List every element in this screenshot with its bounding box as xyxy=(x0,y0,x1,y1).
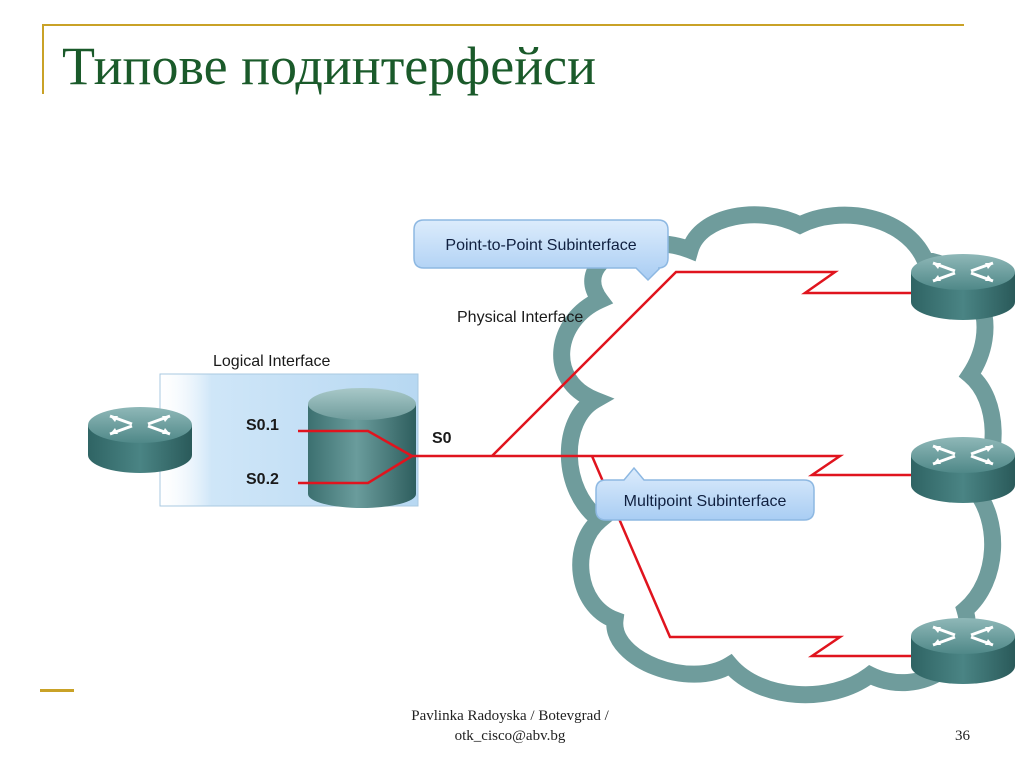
p2p-link xyxy=(491,270,925,457)
s01-label: S0.1 xyxy=(246,417,279,434)
multipoint-link-lower xyxy=(590,455,925,658)
multipoint-subinterface-callout: Multipoint Subinterface xyxy=(595,466,815,521)
page-number: 36 xyxy=(955,728,970,744)
slide-title: Типове подинтерфейси xyxy=(62,36,596,96)
footer-line-1: Pavlinka Radoyska / Botevgrad / xyxy=(411,708,609,724)
footer-line-2: otk_cisco@abv.bg xyxy=(454,728,566,745)
multipoint-link-middle xyxy=(492,454,925,477)
footer-author: Pavlinka Radoyska / Botevgrad / otk_cisc… xyxy=(360,706,660,747)
multipoint-subinterface-label: Multipoint Subinterface xyxy=(624,493,787,510)
physical-interface-label: Physical Interface xyxy=(457,309,583,326)
remote-router-1-icon xyxy=(909,252,1017,322)
s02-label: S0.2 xyxy=(246,471,279,488)
bottom-accent-mark xyxy=(40,689,74,692)
remote-router-3-icon xyxy=(909,616,1017,686)
local-router-icon xyxy=(86,405,194,475)
p2p-subinterface-callout: Point-to-Point Subinterface xyxy=(413,219,669,282)
logical-interface-label: Logical Interface xyxy=(213,353,331,370)
p2p-subinterface-label: Point-to-Point Subinterface xyxy=(445,237,636,254)
left-accent-line xyxy=(42,24,44,94)
s01-link xyxy=(298,429,413,458)
remote-router-2-icon xyxy=(909,435,1017,505)
s0-label: S0 xyxy=(432,430,452,447)
top-accent-line xyxy=(42,24,964,26)
s02-link xyxy=(298,454,413,485)
network-cloud xyxy=(553,206,1002,704)
